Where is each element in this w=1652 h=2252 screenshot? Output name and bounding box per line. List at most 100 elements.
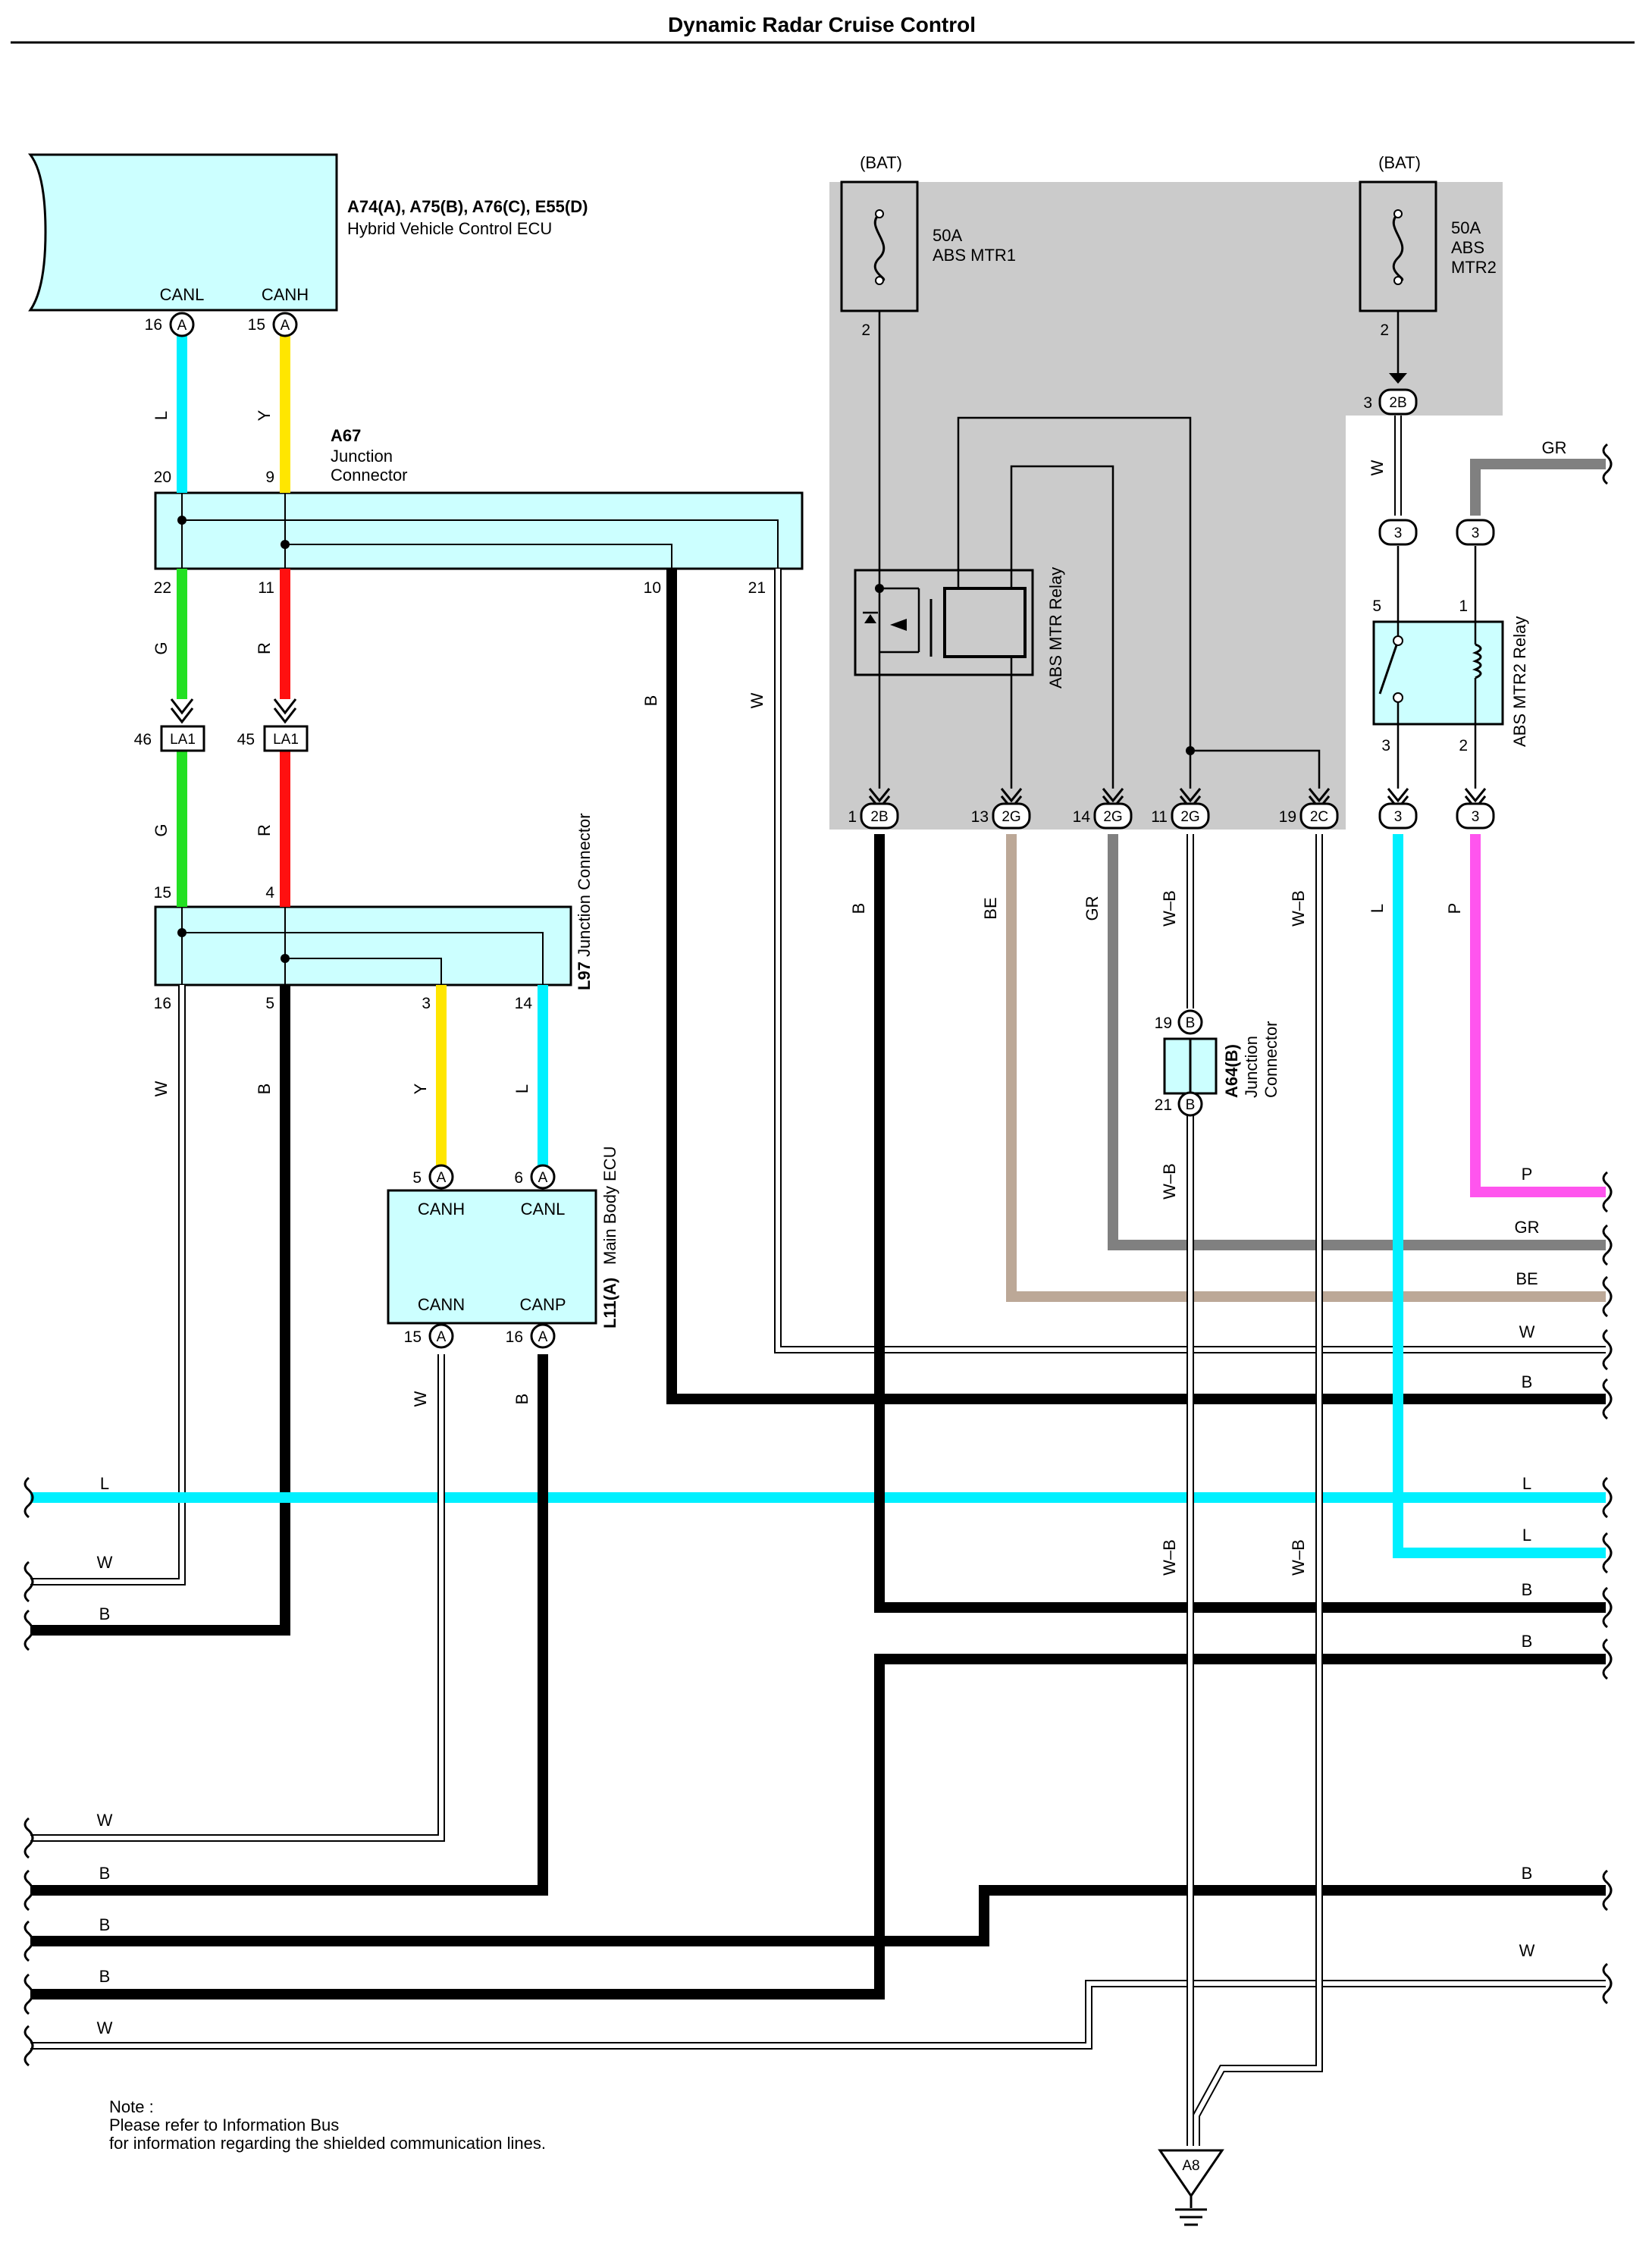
main-body-ecu: CANH CANL CANN CANP L11(A) Main Body ECU: [387, 1146, 619, 1328]
ecu-hv-canl-label: CANL: [160, 285, 205, 304]
a64-name1: Junction: [1242, 1036, 1261, 1098]
a67-pin-11: 11: [258, 579, 274, 597]
pin-circle-hv-canh: A 15: [248, 312, 298, 337]
pin-circle-body-canl: A 6: [514, 1164, 556, 1190]
svg-text:15: 15: [404, 1328, 422, 1346]
wire-label: W: [97, 2018, 113, 2037]
pin-circle-hv-canl: A 16: [145, 312, 195, 337]
box-connector-0: 2B1: [848, 788, 899, 830]
jb-2b-top: 2B 3: [1363, 388, 1418, 416]
fuse1-pin: 2: [861, 321, 870, 339]
fuse2-name1: ABS: [1451, 238, 1484, 257]
relay2-p1: 1: [1459, 598, 1468, 615]
svg-text:A: A: [538, 1329, 548, 1345]
break-mark: [24, 1920, 34, 1962]
junction-connector-a67: A67 Junction Connector: [154, 426, 804, 570]
break-mark: [24, 1817, 34, 1859]
box-connector-5: 3: [1378, 788, 1418, 830]
wire-label: GR: [1083, 896, 1102, 921]
a67-name2: Connector: [331, 466, 408, 485]
a67-pin-20: 20: [154, 469, 171, 486]
wire-label: P: [1522, 1165, 1533, 1184]
svg-text:16: 16: [506, 1328, 523, 1346]
break-mark: [1602, 1328, 1613, 1371]
wire-label: L: [513, 1084, 531, 1093]
wire-label: L: [1522, 1526, 1531, 1545]
wire-label: W: [1368, 459, 1387, 475]
wire-label: B: [1522, 1372, 1533, 1391]
fuse2-bat: (BAT): [1378, 153, 1421, 172]
l97-code: L97: [575, 961, 594, 990]
wire-label: W: [1519, 1941, 1535, 1960]
wire-label: W: [97, 1553, 113, 1572]
box-connector-6: 3: [1456, 788, 1495, 830]
fuse2-amp: 50A: [1451, 218, 1481, 237]
wire-label: B: [99, 1967, 111, 1986]
note-line-3: for information regarding the shielded c…: [109, 2134, 546, 2153]
box-connector-1: 2G 13: [971, 788, 1031, 830]
relay2-conn-gr: 3: [1456, 519, 1495, 546]
break-mark: [1602, 1476, 1613, 1519]
pin-circle-body-cann: A 15: [404, 1323, 454, 1349]
break-mark: [1602, 1171, 1613, 1213]
wire-label: Y: [255, 409, 274, 421]
wire-label: GR: [1515, 1218, 1540, 1237]
a67-name1: Junction: [331, 447, 393, 466]
svg-text:16: 16: [145, 316, 162, 334]
harness-break-marks: [24, 443, 1613, 2067]
fuse1-name: ABS MTR1: [933, 246, 1016, 265]
wire-label: W–B: [1160, 890, 1179, 927]
ground-a8: A8: [1158, 2149, 1224, 2226]
wire-label: W: [411, 1391, 430, 1407]
box-connector-pin: 14: [1073, 808, 1091, 826]
break-mark: [24, 2025, 34, 2067]
svg-text:3: 3: [1472, 525, 1480, 541]
box-connector-label: 3: [1472, 809, 1480, 825]
box-connector-pin: 19: [1279, 808, 1296, 826]
la1-connector-r: LA1 45: [237, 698, 309, 752]
note-line-1: Note :: [109, 2097, 154, 2116]
box-connector-pin: 13: [971, 808, 989, 826]
wire-label: BE: [981, 897, 1000, 919]
box-connector-4: 2C 19: [1279, 788, 1339, 830]
body-canp-label: CANP: [519, 1295, 566, 1314]
l97-pin-4: 4: [265, 884, 274, 902]
body-canh-label: CANH: [418, 1200, 465, 1219]
break-mark: [1602, 1275, 1613, 1318]
box-connector-label: 2C: [1310, 809, 1328, 825]
wire-label: B: [255, 1084, 274, 1095]
wire-label: W: [748, 692, 766, 708]
wire-label: R: [255, 824, 274, 836]
page-title: Dynamic Radar Cruise Control: [668, 13, 976, 36]
wire-label: GR: [1542, 438, 1567, 457]
fuse2-name2: MTR2: [1451, 258, 1497, 277]
l97-pin-14: 14: [515, 995, 533, 1012]
break-mark: [1602, 443, 1613, 485]
fuse-abs-mtr1: (BAT) 50A ABS MTR1: [840, 153, 1016, 312]
svg-text:A: A: [177, 318, 187, 334]
break-mark: [1602, 1378, 1613, 1420]
wire-label: L: [152, 411, 171, 420]
break-mark: [1602, 1586, 1613, 1629]
svg-text:6: 6: [514, 1169, 523, 1187]
ecu-hv-code: A74(A), A75(B), A76(C), E55(D): [347, 197, 588, 216]
relay1-name: ABS MTR Relay: [1046, 567, 1065, 688]
relay-block-shade: [829, 182, 1503, 830]
box-connector-label: 2G: [1002, 809, 1020, 825]
note: Note : Please refer to Information Bus f…: [109, 2097, 546, 2153]
break-mark: [1602, 1224, 1613, 1266]
hybrid-vehicle-control-ecu: A74(A), A75(B), A76(C), E55(D) Hybrid Ve…: [27, 153, 588, 312]
svg-text:A: A: [281, 318, 290, 334]
relay2-p5: 5: [1372, 598, 1381, 615]
relay2-p2: 2: [1459, 737, 1468, 754]
fuse2-pin: 2: [1380, 321, 1389, 339]
2g-2c-link: [1190, 749, 1321, 789]
svg-text:A: A: [538, 1170, 548, 1186]
l97-pin-3: 3: [422, 995, 431, 1012]
svg-text:3: 3: [1394, 525, 1403, 541]
wire-label: B: [99, 1915, 111, 1934]
fuse1-amp: 50A: [933, 226, 962, 245]
body-canl-label: CANL: [521, 1200, 566, 1219]
wire-label: B: [641, 695, 660, 707]
